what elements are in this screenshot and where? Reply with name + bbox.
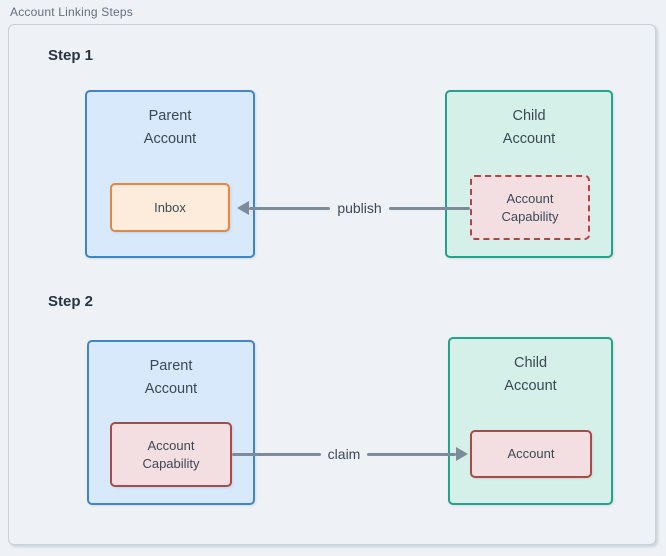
- step2-account-node: Account: [470, 430, 592, 478]
- step1-inbox-label: Inbox: [154, 199, 186, 215]
- node-title-line1: Child: [512, 108, 546, 124]
- arrowhead-left-icon: [237, 201, 249, 215]
- arrow-line: [232, 452, 321, 456]
- step2-parent-account-title: Parent Account: [89, 342, 253, 401]
- step-2-label: Step 2: [48, 293, 94, 310]
- step2-child-account-node: Child Account: [448, 337, 613, 505]
- step1-arrow-label: publish: [337, 200, 382, 216]
- step-1-label: Step 1: [48, 47, 94, 64]
- node-title-line2: Account: [144, 381, 198, 397]
- node-title-line2: Account: [504, 378, 557, 394]
- step2-claim-arrow: claim: [232, 446, 469, 462]
- step2-account-capability-node: Account Capability: [110, 422, 232, 487]
- diagram-title: Account Linking Steps: [10, 5, 133, 19]
- step1-inbox-node: Inbox: [110, 183, 230, 232]
- step1-publish-arrow: publish: [237, 200, 470, 216]
- step1-parent-account-node: Parent Account: [85, 90, 255, 258]
- step2-account-capability-label: Account Capability: [142, 437, 200, 471]
- step1-child-account-title: Child Account: [447, 92, 611, 151]
- arrow-line: [367, 452, 457, 456]
- step2-child-account-title: Child Account: [450, 339, 611, 398]
- step2-account-label: Account: [507, 446, 555, 461]
- node-title-line1: Parent: [149, 358, 193, 374]
- step1-parent-account-title: Parent Account: [87, 92, 253, 151]
- node-title-line1: Parent: [148, 108, 192, 124]
- arrow-line: [249, 206, 331, 210]
- node-title-line1: Child: [513, 355, 548, 371]
- node-title-line2: Account: [502, 131, 556, 147]
- arrow-line: [388, 206, 470, 210]
- node-title-line2: Account: [143, 131, 197, 147]
- step1-account-capability-node: Account Capability: [470, 175, 590, 240]
- arrowhead-right-icon: [456, 447, 469, 461]
- step2-arrow-label: claim: [327, 446, 361, 462]
- step1-account-capability-label: Account Capability: [501, 190, 559, 224]
